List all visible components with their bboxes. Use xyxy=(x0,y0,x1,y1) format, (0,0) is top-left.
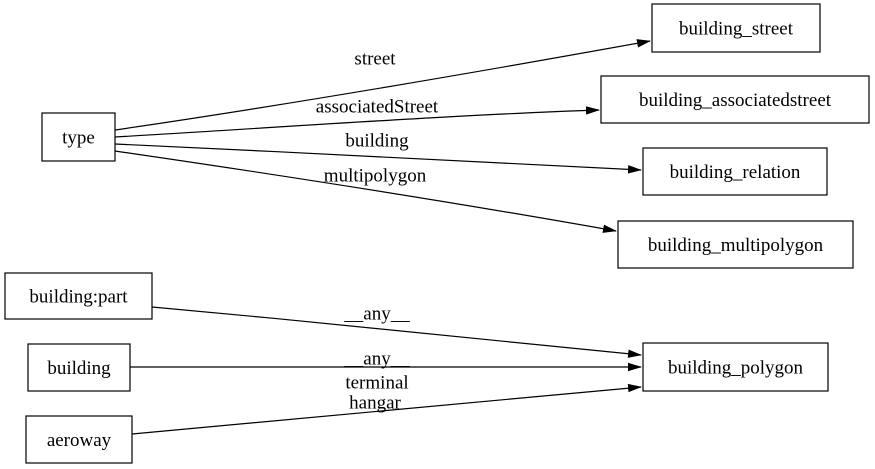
node-box-building_polygon xyxy=(642,342,829,392)
node-box-type xyxy=(41,112,116,162)
edge-label-type-to-building_relation: building xyxy=(345,131,409,152)
node-building_street: building_street xyxy=(651,3,821,53)
node-label-type: type xyxy=(62,128,95,149)
edge-label-building-to-building_polygon: __any__ xyxy=(343,349,410,370)
node-box-building xyxy=(27,343,131,392)
node-label-aeroway: aeroway xyxy=(47,430,112,451)
edge-type-to-building_relation xyxy=(114,143,642,174)
node-box-building_street xyxy=(651,3,821,53)
edge-aeroway-to-building_polygon xyxy=(131,383,642,435)
node-building_multipolygon: building_multipolygon xyxy=(617,220,854,269)
node-building_associatedstreet: building_associatedstreet xyxy=(600,75,870,124)
node-label-building_relation: building_relation xyxy=(670,162,801,183)
edge-label-aeroway-to-building_polygon: hangar xyxy=(349,393,401,414)
node-label-building_associatedstreet: building_associatedstreet xyxy=(639,90,832,111)
edge-label-type-to-building_multipolygon: multipolygon xyxy=(324,166,427,187)
edge-building-part-to-building_polygon xyxy=(151,306,642,358)
node-type: type xyxy=(41,112,116,162)
node-building-part: building:part xyxy=(4,272,153,320)
node-box-building_multipolygon xyxy=(617,220,854,269)
edge-label-type-to-building_street: street xyxy=(354,49,396,70)
node-aeroway: aeroway xyxy=(25,415,133,464)
edge-label-building-part-to-building_polygon: __any__ xyxy=(343,304,410,325)
node-building_relation: building_relation xyxy=(642,147,828,196)
node-label-building_polygon: building_polygon xyxy=(668,358,804,379)
edge-type-to-building_street xyxy=(114,39,651,131)
node-label-building-part: building:part xyxy=(29,287,128,308)
node-box-building-part xyxy=(4,272,153,320)
edge-type-to-building_associatedstreet xyxy=(114,106,600,138)
edge-label-type-to-building_associatedstreet: associatedStreet xyxy=(316,97,439,118)
edge-type-to-building_multipolygon xyxy=(114,150,617,233)
node-building_polygon: building_polygon xyxy=(642,342,829,392)
nodes-layer: type building_street building_associatedst… xyxy=(4,3,870,464)
node-box-building_associatedstreet xyxy=(600,75,870,124)
edge-label-aeroway-to-building_polygon: terminal xyxy=(345,373,408,394)
node-box-aeroway xyxy=(25,415,133,464)
node-label-building: building xyxy=(47,358,111,379)
node-label-building_multipolygon: building_multipolygon xyxy=(648,235,824,256)
node-label-building_street: building_street xyxy=(679,19,794,40)
node-box-building_relation xyxy=(642,147,828,196)
node-building: building xyxy=(27,343,131,392)
edges-layer: street associatedStreet building multipolyg… xyxy=(114,39,651,435)
